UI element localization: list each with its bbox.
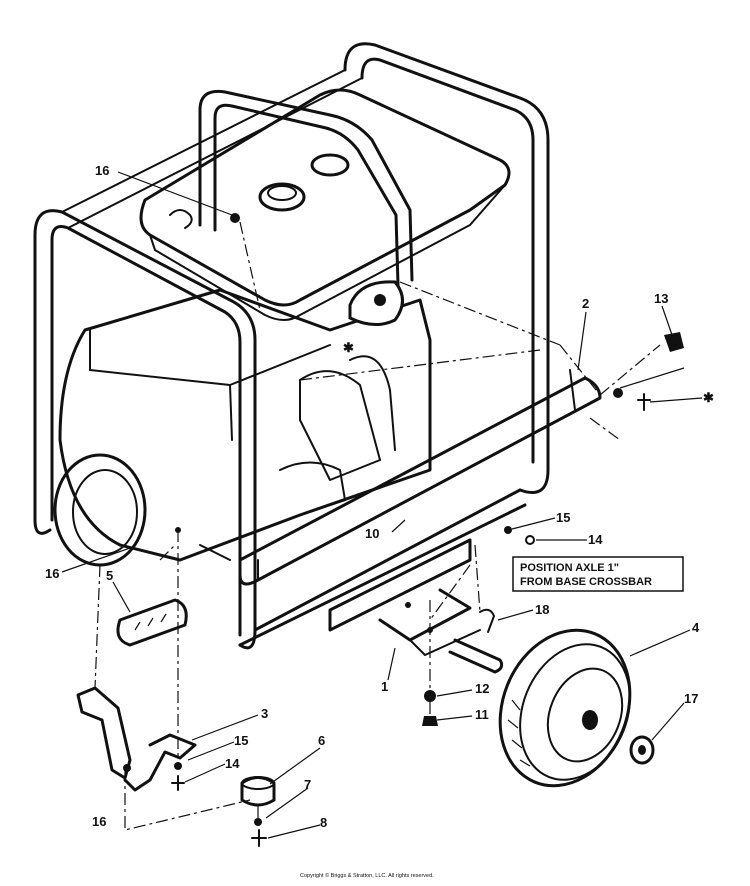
callout-8: 8 bbox=[320, 815, 327, 830]
callout-16: 16 bbox=[95, 163, 109, 178]
wheel bbox=[498, 628, 632, 788]
explode-lines bbox=[94, 221, 661, 831]
axle-crossbar bbox=[238, 369, 602, 586]
callout-6: 6 bbox=[318, 733, 325, 748]
fuel-tank bbox=[139, 88, 511, 321]
callout-12: 12 bbox=[475, 681, 489, 696]
callout-16: 16 bbox=[92, 814, 106, 829]
callout-16: 16 bbox=[45, 566, 59, 581]
washer bbox=[629, 735, 655, 765]
callout-14: 14 bbox=[225, 756, 240, 771]
callout-17: 17 bbox=[684, 691, 698, 706]
asterisk-icon: ✱ bbox=[703, 390, 714, 405]
asterisk-icon: ✱ bbox=[343, 340, 354, 355]
callout-11: 11 bbox=[475, 707, 489, 722]
callout-18: 18 bbox=[535, 602, 549, 617]
callout-4: 4 bbox=[692, 620, 700, 635]
callout-15: 15 bbox=[556, 510, 570, 525]
callout-5: 5 bbox=[106, 568, 113, 583]
asterisk-markers: ✱ ✱ bbox=[343, 340, 714, 405]
note-line-2: FROM BASE CROSSBAR bbox=[520, 576, 652, 588]
rear-frame bbox=[343, 42, 550, 494]
callout-13: 13 bbox=[654, 291, 668, 306]
vibration-mount bbox=[240, 776, 276, 807]
note-line-1: POSITION AXLE 1" bbox=[520, 562, 619, 574]
callout-14: 14 bbox=[588, 532, 603, 547]
callout-3: 3 bbox=[261, 706, 268, 721]
lift-handle bbox=[198, 89, 414, 326]
callout-10: 10 bbox=[365, 526, 379, 541]
callout-15: 15 bbox=[234, 733, 248, 748]
axle-position-note: POSITION AXLE 1" FROM BASE CROSSBAR bbox=[512, 556, 684, 592]
copyright-text: Copyright © Briggs & Stratton, LLC. All … bbox=[300, 872, 434, 879]
callout-1: 1 bbox=[381, 679, 388, 694]
callout-labels: 16 2 13 10 15 14 16 5 18 4 1 12 11 17 3 … bbox=[45, 163, 700, 830]
engine-body bbox=[53, 288, 432, 567]
callout-2: 2 bbox=[582, 296, 589, 311]
support-leg-pad bbox=[116, 598, 188, 647]
leader-lines bbox=[61, 171, 703, 839]
front-frame bbox=[33, 69, 527, 650]
callout-7: 7 bbox=[304, 777, 311, 792]
